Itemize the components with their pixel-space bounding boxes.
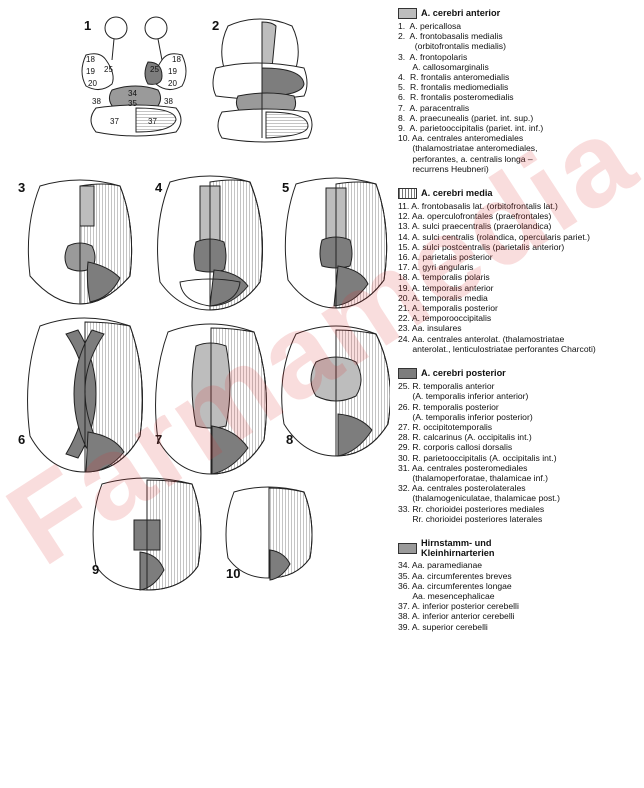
region-label: 19 [168, 67, 177, 76]
legend-item: 1. A. pericallosa [398, 21, 642, 31]
legend-item: 2. A. frontobasalis medialis (orbitofron… [398, 31, 642, 51]
legend-item: 36. Aa. circumferentes longae Aa. mesenc… [398, 581, 642, 601]
figure-label: 4 [155, 180, 163, 195]
legend-item: 3. A. frontopolaris A. callosomarginalis [398, 52, 642, 72]
legend-item: 15. A. sulci postcentralis (parietalis a… [398, 242, 642, 252]
region-label: 25 [104, 65, 113, 74]
legend-item: 19. A. temporalis anterior [398, 283, 642, 293]
legend-group-heading: A. cerebri media [398, 188, 642, 199]
legend-list: 34. Aa. paramedianae35. Aa. circumferent… [398, 560, 642, 631]
region-label: 18 [172, 55, 181, 64]
legend-swatch [398, 8, 417, 19]
legend-group-title: A. cerebri posterior [421, 368, 506, 378]
legend-group-heading: Hirnstamm- und Kleinhirnarterien [398, 538, 642, 558]
legend-item: 35. Aa. circumferentes breves [398, 571, 642, 581]
region-label: 19 [86, 67, 95, 76]
figure-label: 7 [155, 432, 162, 447]
legend-item: 11. A. frontobasalis lat. (orbitofrontal… [398, 201, 642, 211]
legend-item: 31. Aa. centrales posteromediales (thala… [398, 463, 642, 483]
legend-item: 28. R. calcarinus (A. occipitalis int.) [398, 432, 642, 442]
legend-item: 30. R. parietooccipitalis (A. occipitali… [398, 453, 642, 463]
region-label: 35 [128, 99, 137, 108]
region-label: 20 [168, 79, 177, 88]
legend-item: 18. A. temporalis polaris [398, 272, 642, 282]
legend-group-hirnstamm: Hirnstamm- und Kleinhirnarterien34. Aa. … [398, 538, 642, 632]
legend: A. cerebri anterior 1. A. pericallosa2. A… [398, 8, 642, 646]
legend-item: 32. Aa. centrales posterolaterales (thal… [398, 483, 642, 503]
legend-item: 24. Aa. centrales anterolat. (thalamostr… [398, 334, 642, 354]
legend-group-title: Hirnstamm- und Kleinhirnarterien [421, 538, 495, 558]
figure-label: 3 [18, 180, 25, 195]
legend-group-anterior: A. cerebri anterior 1. A. pericallosa2. A… [398, 8, 642, 174]
legend-item: 16. A. parietalis posterior [398, 252, 642, 262]
legend-item: 23. Aa. insulares [398, 323, 642, 333]
legend-item: 26. R. temporalis posterior (A. temporal… [398, 402, 642, 422]
section-3 [28, 180, 131, 304]
section-8 [282, 326, 390, 456]
section-1 [82, 17, 186, 136]
legend-item: 22. A. temporooccipitalis [398, 313, 642, 323]
legend-swatch [398, 368, 417, 379]
section-7 [156, 324, 267, 474]
legend-group-title: A. cerebri media [421, 188, 493, 198]
legend-list: 1. A. pericallosa2. A. frontobasalis med… [398, 21, 642, 174]
legend-item: 38. A. inferior anterior cerebelli [398, 611, 642, 621]
legend-group-title: A. cerebri anterior [421, 8, 500, 18]
region-label: 20 [88, 79, 97, 88]
region-label: 38 [92, 97, 101, 106]
legend-list: 11. A. frontobasalis lat. (orbitofrontal… [398, 201, 642, 354]
region-label: 37 [110, 117, 119, 126]
legend-item: 9. A. parietooccipitalis (pariet. int. i… [398, 123, 642, 133]
figure-label: 1 [84, 18, 91, 33]
legend-list: 25. R. temporalis anterior (A. temporali… [398, 381, 642, 524]
section-2 [213, 19, 312, 142]
figure-label: 9 [92, 562, 99, 577]
legend-item: 39. A. superior cerebelli [398, 622, 642, 632]
legend-swatch [398, 543, 417, 554]
legend-item: 25. R. temporalis anterior (A. temporali… [398, 381, 642, 401]
legend-item: 10. Aa. centrales anteromediales (thalam… [398, 133, 642, 174]
legend-item: 14. A. sulci centralis (rolandica, operc… [398, 232, 642, 242]
figure-label: 2 [212, 18, 219, 33]
legend-group-heading: A. cerebri anterior [398, 8, 642, 19]
legend-swatch [398, 188, 417, 199]
figure-label: 10 [226, 566, 240, 581]
legend-item: 13. A. sulci praecentralis (praerolandic… [398, 221, 642, 231]
legend-item: 21. A. temporalis posterior [398, 303, 642, 313]
legend-item: 34. Aa. paramedianae [398, 560, 642, 570]
region-label: 34 [128, 89, 137, 98]
figure-label: 6 [18, 432, 25, 447]
region-label: 25 [150, 65, 159, 74]
legend-item: 4. R. frontalis anteromedialis [398, 72, 642, 82]
legend-item: 29. R. corporis callosi dorsalis [398, 442, 642, 452]
region-label: 37 [148, 117, 157, 126]
region-label: 18 [86, 55, 95, 64]
legend-item: 37. A. inferior posterior cerebelli [398, 601, 642, 611]
legend-item: 33. Rr. chorioidei posteriores mediales … [398, 504, 642, 524]
figure-label: 5 [282, 180, 289, 195]
legend-item: 8. A. praecunealis (pariet. int. sup.) [398, 113, 642, 123]
legend-item: 6. R. frontalis posteromedialis [398, 92, 642, 102]
legend-group-posterior: A. cerebri posterior 25. R. temporalis an… [398, 368, 642, 524]
legend-item: 20. A. temporalis media [398, 293, 642, 303]
region-label: 38 [164, 97, 173, 106]
brain-sections-diagram: 1 2 3 4 5 6 7 8 9 10 18 19 20 25 19 20 1… [0, 0, 390, 788]
section-5 [285, 178, 386, 308]
legend-item: 7. A. paracentralis [398, 103, 642, 113]
figure-label: 8 [286, 432, 293, 447]
legend-item: 27. R. occipitotemporalis [398, 422, 642, 432]
legend-group-heading: A. cerebri posterior [398, 368, 642, 379]
section-4 [158, 176, 263, 310]
section-9 [93, 478, 201, 590]
legend-item: 5. R. frontalis mediomedialis [398, 82, 642, 92]
legend-group-media: A. cerebri media 11. A. frontobasalis lat… [398, 188, 642, 354]
legend-item: 17. A. gyri angularis [398, 262, 642, 272]
section-6 [28, 318, 143, 472]
legend-item: 12. Aa. operculofrontales (praefrontales… [398, 211, 642, 221]
